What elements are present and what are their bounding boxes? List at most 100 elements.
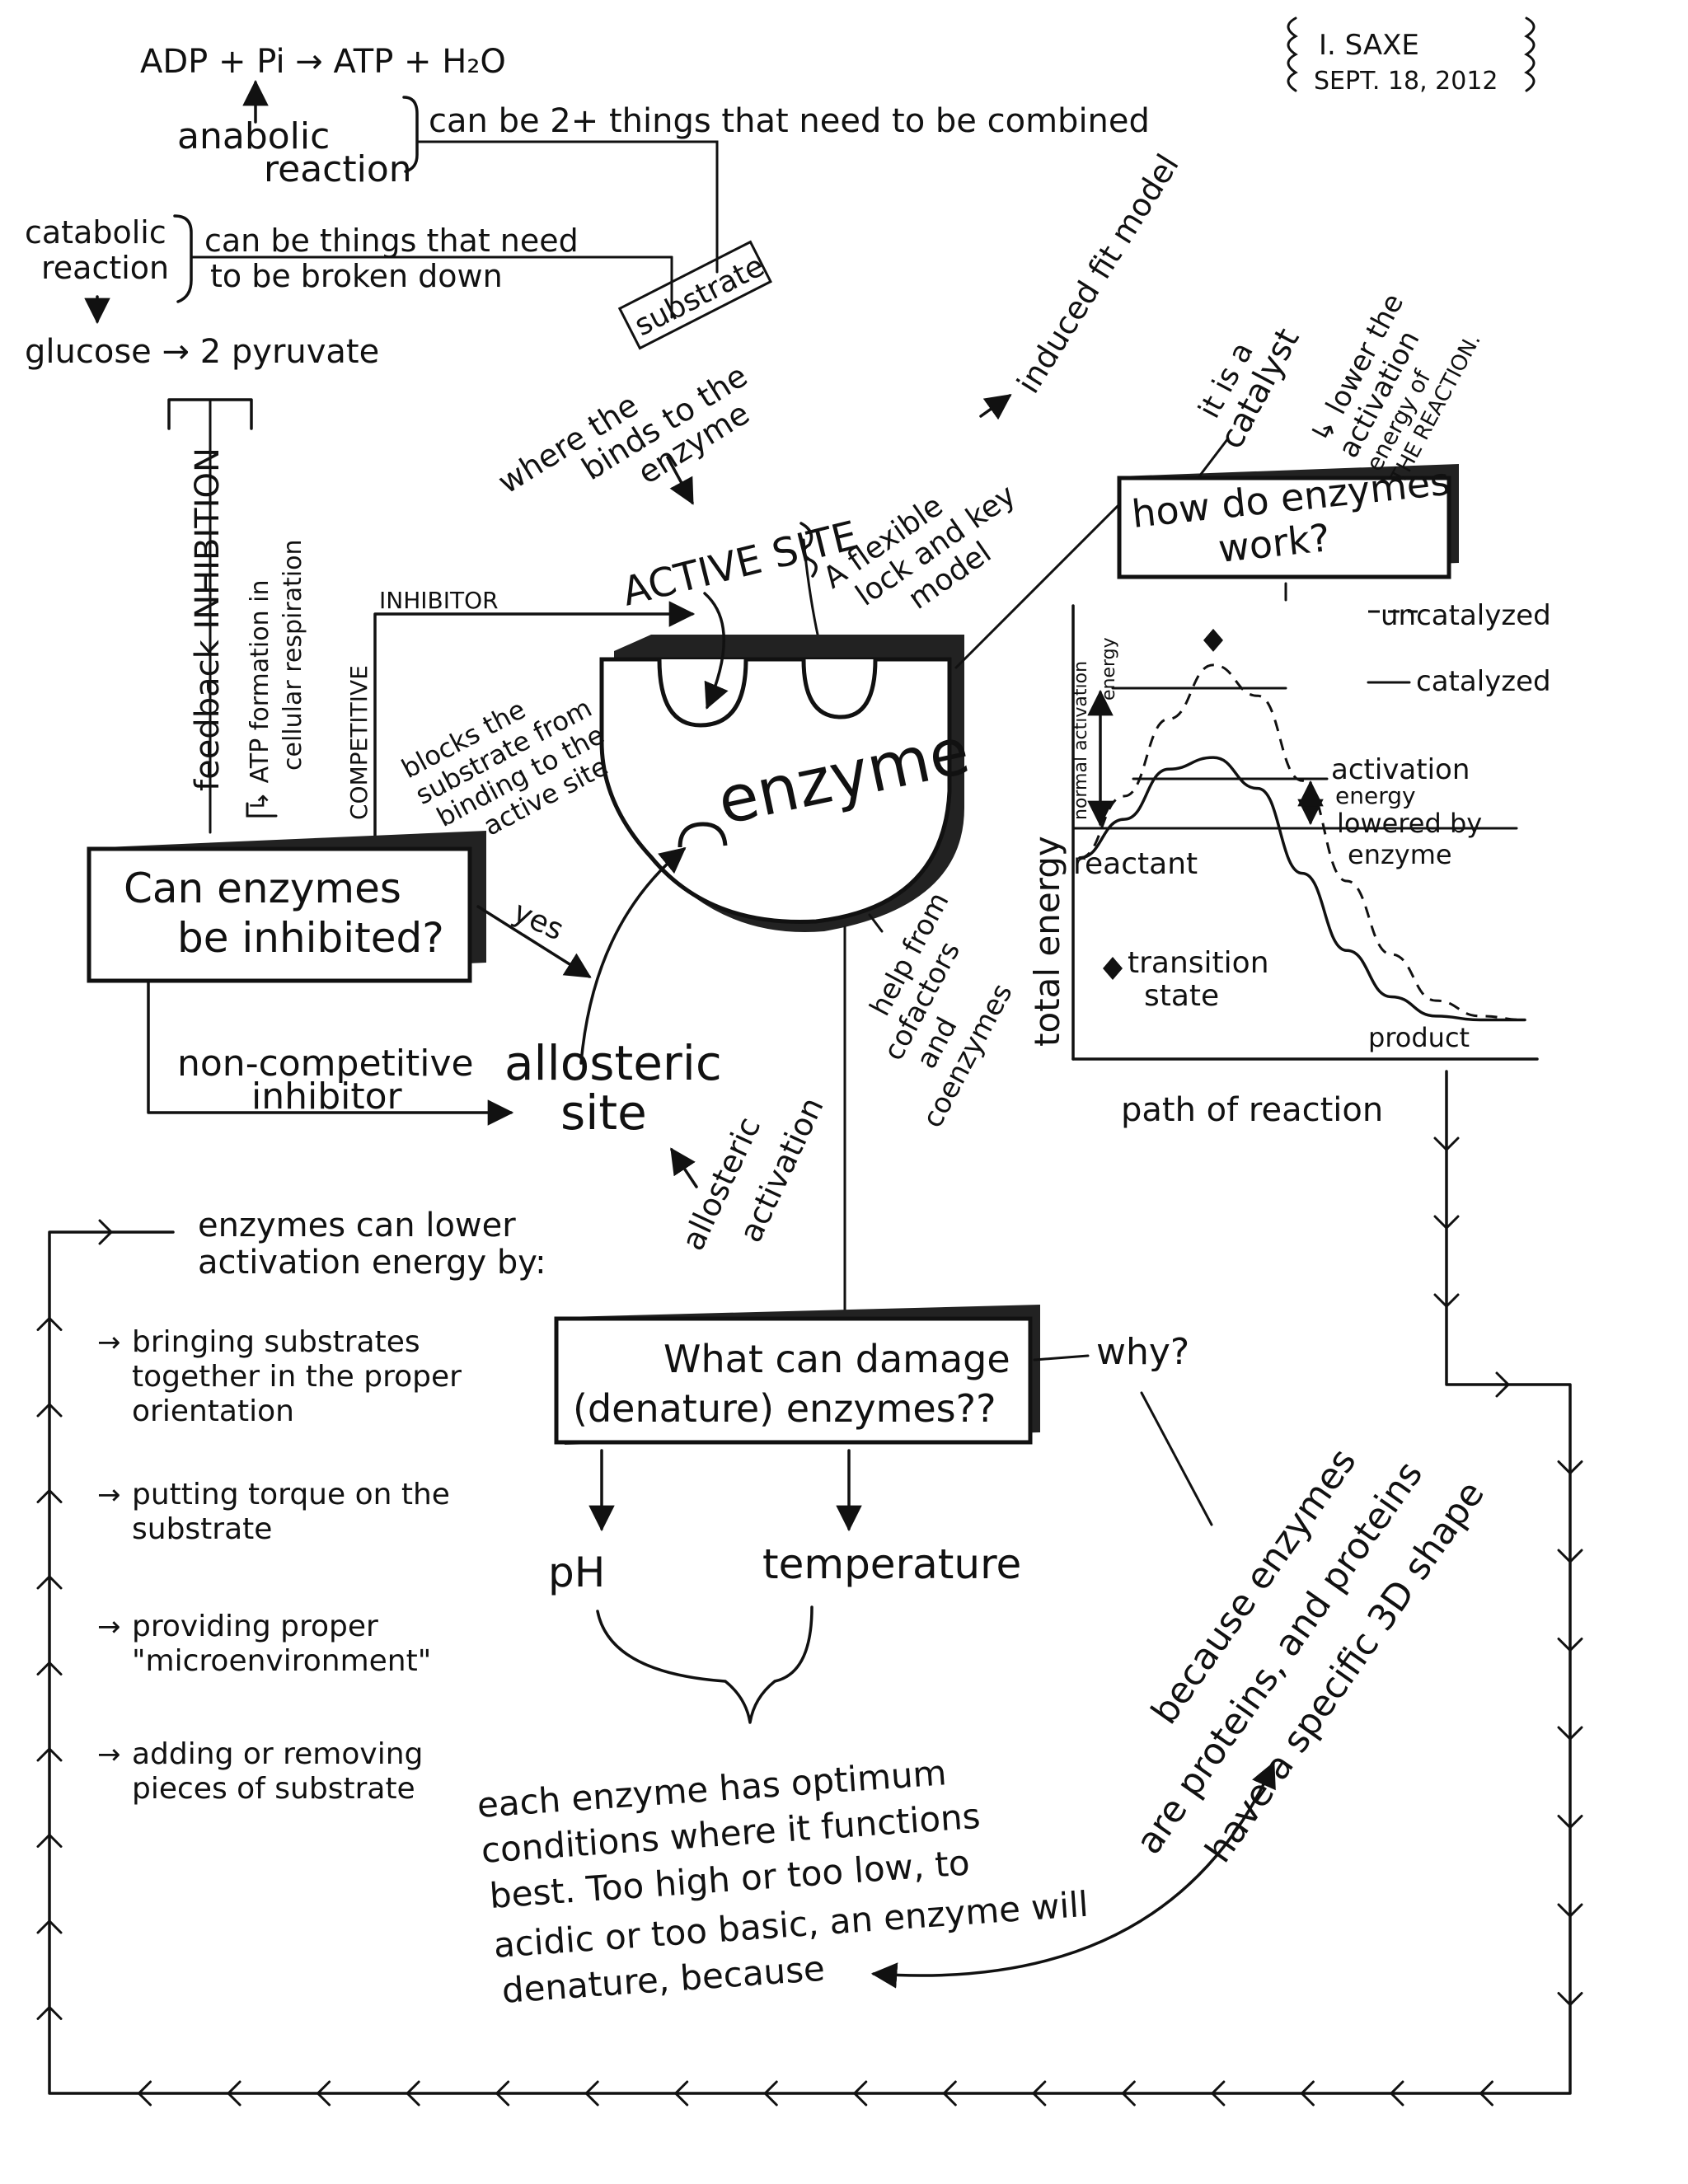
inhibited-box: Can enzymes be inhibited?: [87, 831, 486, 983]
chart-ylabel: total energy: [1027, 836, 1067, 1047]
loop-arrow-tick: [1479, 2080, 1493, 2107]
binds-note: where the binds to the enzyme: [491, 357, 755, 500]
loop-arrow-tick: [137, 2080, 152, 2107]
loop-arrow-tick: [1121, 2080, 1136, 2107]
list-item-line: together in the proper: [132, 1360, 462, 1394]
enzyme-shape: [599, 635, 964, 932]
flexible-note: A flexible lock and key model: [818, 478, 1022, 616]
because-loop-arrow: [870, 1761, 1276, 1989]
loop-arrow-tick: [1557, 1815, 1583, 1830]
atp-formation-1: ↳ ATP formation in: [246, 580, 274, 813]
yes-label: yes: [508, 895, 569, 947]
ph-label: pH: [548, 1549, 605, 1596]
lowered-label-3: lowered by: [1337, 808, 1482, 839]
loop-arrow-tick: [673, 2080, 689, 2107]
list-item-line: putting torque on the: [132, 1478, 450, 1511]
loop-arrow-tick: [1495, 1371, 1511, 1398]
loop-path: [48, 1070, 1572, 2095]
loop-arrow-tick: [495, 2080, 510, 2107]
list-item-line: bringing substrates: [132, 1325, 420, 1359]
atp-hook: [246, 802, 278, 818]
induced-fit-arrow: [979, 394, 1012, 420]
loop-arrow-tick: [1433, 1293, 1460, 1309]
loop-arrow-tick: [36, 1661, 63, 1675]
transition-state-marker: [1103, 957, 1123, 980]
catabolic-note-1: can be things that need: [204, 223, 579, 259]
loop-arrow-tick: [36, 1919, 63, 1934]
why-connector: [1033, 1354, 1090, 1361]
anabolic-connector: [415, 140, 719, 274]
transition-label-1: transition: [1128, 946, 1269, 980]
catalyst-pointer: [1198, 437, 1230, 478]
list-item-line: substrate: [132, 1512, 272, 1546]
anabolic-label-2: reaction: [264, 148, 412, 190]
allosteric-site-1: allosteric: [504, 1035, 722, 1091]
inhibited-text-1: Can enzymes: [124, 865, 401, 912]
denature-box: What can damage (denature) enzymes??: [554, 1305, 1040, 1445]
author-label: I. SAXE: [1319, 29, 1419, 62]
loop-arrow-tick: [1557, 1903, 1583, 1919]
catalyst-note: it is a catalyst: [1193, 322, 1307, 455]
loop-arrow-tick: [316, 2080, 331, 2107]
loop-arrow-tick: [36, 1574, 63, 1590]
conditions-brace: [596, 1605, 814, 1724]
lowered-label-2: energy: [1335, 782, 1416, 809]
loop-arrow-tick: [1031, 2080, 1047, 2107]
atp-formation-2: cellular respiration: [279, 539, 307, 771]
normal-activation-1: normal activation: [1071, 661, 1091, 820]
loop-arrow-tick: [36, 1316, 63, 1331]
catabolic-label-1: catabolic: [25, 214, 166, 251]
lower-list-title-2: activation energy by:: [198, 1244, 546, 1282]
loop-arrow-tick: [763, 2080, 778, 2107]
loop-arrow-tick: [1210, 2080, 1226, 2107]
uncatalyzed-peak-marker: [1203, 628, 1223, 652]
loop-arrow-tick: [1557, 1726, 1583, 1741]
loop-arrow-tick: [1389, 2080, 1404, 2107]
loop-arrow-tick: [1433, 1215, 1460, 1230]
date-label: SEPT. 18, 2012: [1314, 67, 1498, 96]
lowered-label-4: enzyme: [1348, 839, 1452, 870]
lowered-label-1: activation: [1331, 753, 1470, 786]
competitive-arrow: [373, 601, 696, 855]
enzyme-to-how-line: [954, 493, 1131, 669]
yes-arrow: [476, 905, 592, 978]
loop-arrow-tick: [1557, 1638, 1583, 1652]
atp-equation: ADP + Pi → ATP + H₂O: [140, 43, 506, 81]
noncompetitive-label-2: inhibitor: [251, 1076, 403, 1118]
loop-arrow-tick: [852, 2080, 868, 2107]
loop-arrow-tick: [1433, 1137, 1460, 1152]
loop-arrow-tick: [98, 1219, 114, 1245]
why-label: why?: [1096, 1331, 1189, 1373]
because-note: because enzymes are proteins, and protei…: [1128, 1441, 1493, 1871]
list-bullet-arrow: →: [97, 1479, 121, 1511]
loop-arrow-tick: [1557, 1460, 1583, 1475]
loop-arrow-tick: [584, 2080, 599, 2107]
denature-text-2: (denature) enzymes??: [573, 1386, 996, 1431]
how-box: how do enzymes work?: [1117, 459, 1459, 579]
binds-arrow: [666, 456, 694, 505]
denature-text-1: What can damage: [663, 1337, 1010, 1381]
cofactors-pointer: [868, 913, 884, 933]
cofactors-note: help from cofactors and coenzymes: [864, 887, 1020, 1133]
list-bullet-arrow: →: [97, 1326, 121, 1359]
catabolic-label-2: reaction: [41, 250, 169, 286]
list-item-line: providing proper: [132, 1610, 378, 1643]
inhibitor-label: INHIBITOR: [379, 587, 499, 614]
anabolic-label-1: anabolic: [177, 115, 330, 157]
why-to-because-line: [1140, 1391, 1213, 1526]
list-bullet-arrow: →: [97, 1738, 121, 1771]
list-item-line: "microenvironment": [132, 1644, 431, 1678]
loop-arrow-tick: [36, 1833, 63, 1848]
loop-arrow-tick: [405, 2080, 420, 2107]
energy-diagram: total energy path of reaction normal act…: [1027, 599, 1551, 1129]
lower-energy-note: ↳ lower the activation energy of THE REA…: [1305, 288, 1486, 489]
product-label: product: [1368, 1022, 1470, 1053]
loop-arrow-tick: [36, 1402, 63, 1418]
glucose-equation: glucose → 2 pyruvate: [25, 333, 379, 371]
noncompetitive-arrow: [147, 979, 514, 1126]
temperature-label: temperature: [762, 1540, 1021, 1588]
normal-activation-2: energy: [1099, 637, 1119, 701]
header-name-box: I. SAXE SEPT. 18, 2012: [1287, 16, 1536, 96]
